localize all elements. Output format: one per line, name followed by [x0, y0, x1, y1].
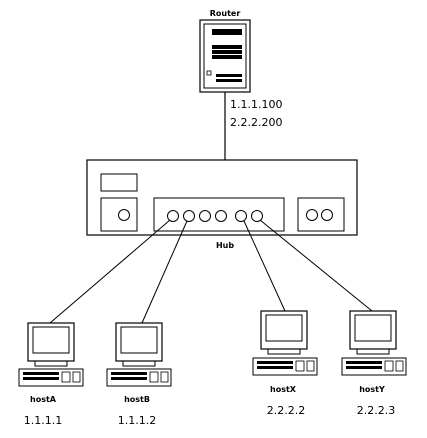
host-a-cable	[49, 219, 171, 324]
host-x-cable	[243, 220, 286, 312]
host-x-ip: 2.2.2.2	[267, 404, 305, 417]
host-y-ip: 2.2.2.3	[357, 404, 395, 417]
host-y-name: hostY	[359, 385, 385, 394]
router-device: Router	[199, 9, 251, 93]
router-label: Router	[210, 9, 241, 18]
hub-port	[235, 210, 247, 222]
hub-ports	[167, 210, 263, 222]
host-b-ip: 1.1.1.2	[118, 414, 156, 427]
host-b-cable	[141, 220, 188, 324]
host-x-computer	[252, 310, 318, 376]
host-a-ip: 1.1.1.1	[24, 414, 62, 427]
router-ip-2: 2.2.2.200	[230, 116, 282, 129]
host-y-computer	[341, 310, 407, 376]
host-a-name: hostA	[30, 395, 57, 404]
host-x-name: hostX	[270, 385, 297, 394]
host-b-name: hostB	[124, 395, 150, 404]
host-a-computer	[18, 322, 84, 387]
host-y-cable	[259, 219, 373, 312]
hub-port	[251, 210, 263, 222]
hub-label: Hub	[216, 241, 234, 250]
host-b-computer	[106, 322, 172, 387]
router-ip-1: 1.1.1.100	[230, 98, 282, 111]
hub-port	[199, 210, 211, 222]
hub-port	[183, 210, 195, 222]
hub-device	[86, 159, 358, 236]
hub-port	[167, 210, 179, 222]
hub-port	[215, 210, 227, 222]
